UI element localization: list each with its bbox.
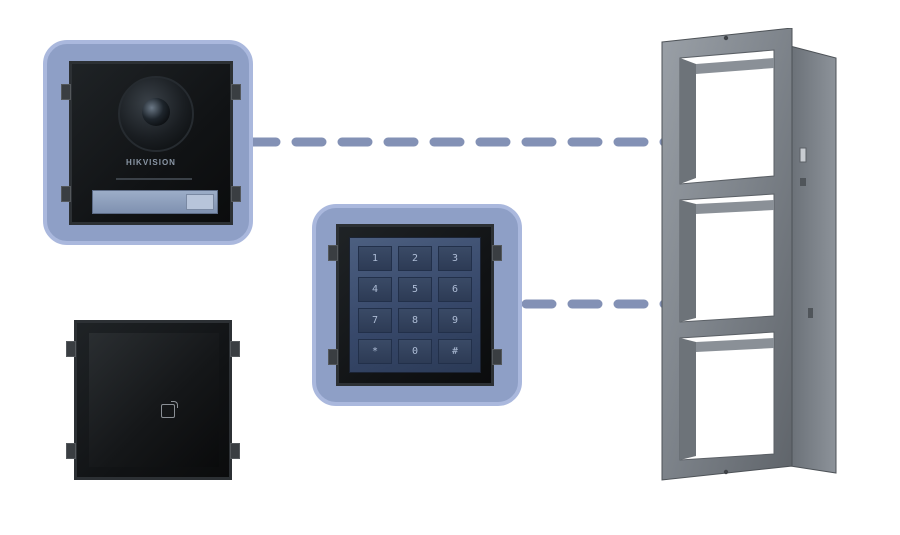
keypad-key: 7 <box>358 308 392 333</box>
call-button-nameplate <box>92 190 218 214</box>
connector-camera-to-frame <box>250 137 670 147</box>
mount-tab <box>328 349 338 365</box>
lens-glass <box>142 98 170 126</box>
keypad-key: 5 <box>398 277 432 302</box>
keypad-key: 9 <box>438 308 472 333</box>
mount-tab <box>66 443 76 459</box>
keypad-key: 6 <box>438 277 472 302</box>
keypad-key: 4 <box>358 277 392 302</box>
keypad-key: * <box>358 339 392 364</box>
mount-tab <box>66 341 76 357</box>
brand-logo: HIKVISION <box>126 158 176 167</box>
call-button <box>186 194 214 210</box>
keypad-key: 0 <box>398 339 432 364</box>
mount-tab <box>231 186 241 202</box>
card-tap-icon <box>161 401 178 418</box>
keypad-key: 3 <box>438 246 472 271</box>
three-module-mounting-frame <box>661 28 837 481</box>
keypad-key: 2 <box>398 246 432 271</box>
mount-tab <box>492 349 502 365</box>
mount-tab <box>61 186 71 202</box>
keypad-key: # <box>438 339 472 364</box>
keypad-key: 8 <box>398 308 432 333</box>
mount-tab <box>61 84 71 100</box>
camera-lens-icon <box>118 76 194 152</box>
mount-tab <box>230 341 240 357</box>
card-reader-face <box>89 333 219 467</box>
indicator-strip <box>116 178 192 180</box>
camera-module: HIKVISION <box>61 61 241 225</box>
keypad-key: 1 <box>358 246 392 271</box>
mount-tab <box>328 245 338 261</box>
mount-tab <box>231 84 241 100</box>
connector-keypad-to-frame <box>521 299 670 309</box>
card-reader-module <box>66 320 240 480</box>
mount-tab <box>230 443 240 459</box>
mount-tab <box>492 245 502 261</box>
